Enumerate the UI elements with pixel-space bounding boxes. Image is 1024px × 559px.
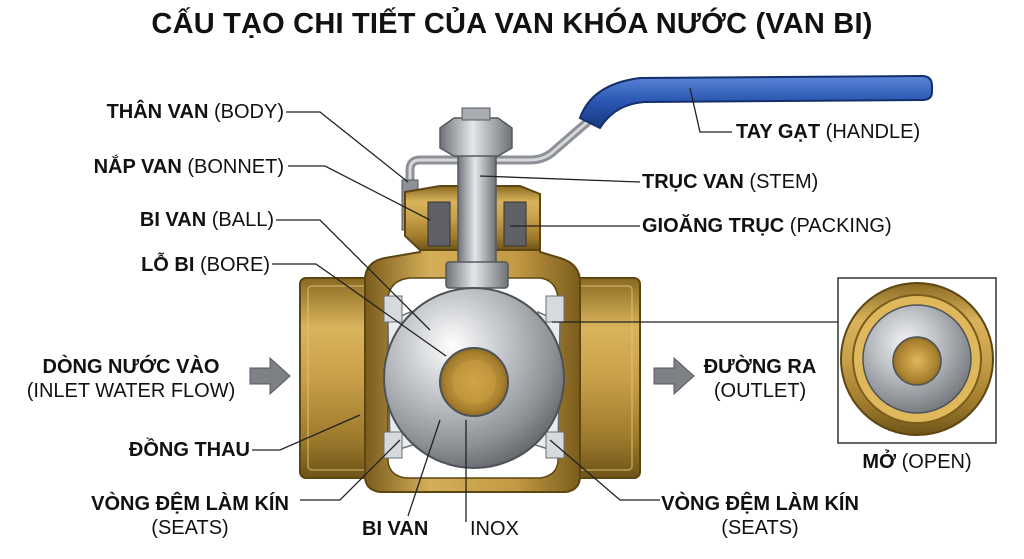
stem-nut — [439, 117, 513, 157]
label-ball: BI VAN (BALL) — [139, 209, 274, 231]
label-bore: LỖ BI (BORE) — [141, 254, 270, 276]
label-inlet: DÒNG NƯỚC VÀO(INLET WATER FLOW) — [26, 356, 236, 402]
label-ball-bottom: BI VAN — [362, 518, 429, 540]
label-handle: TAY GẠT (HANDLE) — [736, 121, 921, 143]
label-body: THÂN VAN (BODY) — [106, 101, 284, 123]
label-bonnet: NẮP VAN (BONNET) — [93, 156, 284, 178]
inlet-arrow-icon — [249, 356, 291, 396]
label-open: MỞ (OPEN) — [862, 451, 972, 473]
packing-left — [427, 201, 451, 247]
open-view-inset — [837, 277, 997, 444]
leader-lines — [252, 87, 838, 522]
label-brass: ĐỒNG THAU — [128, 439, 250, 461]
label-packing: GIOĂNG TRỤC (PACKING) — [642, 215, 892, 237]
label-outlet: ĐƯỜNG RA(OUTLET) — [703, 356, 817, 402]
label-inox: INOX — [470, 518, 519, 540]
label-seats-right: VÒNG ĐỆM LÀM KÍN(SEATS) — [661, 493, 859, 539]
label-seats-left: VÒNG ĐỆM LÀM KÍN(SEATS) — [91, 493, 289, 539]
packing-right — [503, 201, 527, 247]
label-stem: TRỤC VAN (STEM) — [642, 171, 819, 193]
stem-shape — [457, 149, 497, 281]
outlet-arrow-icon — [653, 356, 695, 396]
page-title: CẤU TẠO CHI TIẾT CỦA VAN KHÓA NƯỚC (VAN … — [151, 8, 873, 40]
